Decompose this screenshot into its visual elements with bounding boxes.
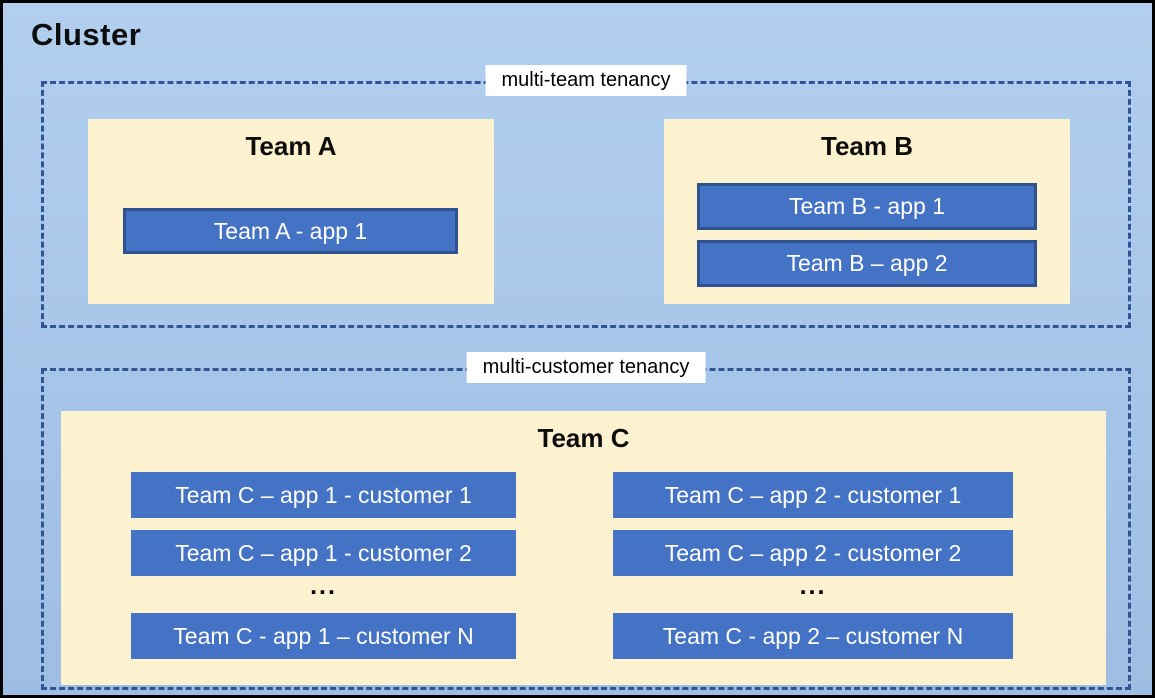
multi-team-tenancy-label: multi-team tenancy — [485, 65, 687, 96]
team-c-app1-column: Team C – app 1 - customer 1 Team C – app… — [131, 472, 516, 664]
team-c-app2-customerN-box: Team C - app 2 – customer N — [613, 613, 1013, 659]
team-b-panel: Team B Team B - app 1 Team B – app 2 — [664, 119, 1070, 304]
team-a-panel: Team A Team A - app 1 — [88, 119, 494, 304]
team-c-app2-customer2-box: Team C – app 2 - customer 2 — [613, 530, 1013, 576]
team-a-app-1-box: Team A - app 1 — [123, 208, 458, 254]
team-c-app1-customer2-box: Team C – app 1 - customer 2 — [131, 530, 516, 576]
team-b-title: Team B — [821, 131, 913, 161]
multi-customer-tenancy-section: multi-customer tenancy Team C Team C – a… — [41, 352, 1131, 690]
team-a-title: Team A — [245, 131, 337, 161]
multi-team-tenancy-section: multi-team tenancy Team A Team A - app 1… — [41, 65, 1131, 328]
team-c-panel: Team C Team C – app 1 - customer 1 Team … — [61, 411, 1106, 685]
team-c-app2-ellipsis: ... — [799, 572, 827, 600]
team-c-title: Team C — [537, 423, 630, 453]
cluster-title: Cluster — [31, 17, 142, 52]
team-c-app1-customer1-box: Team C – app 1 - customer 1 — [131, 472, 516, 518]
team-c-app2-column: Team C – app 2 - customer 1 Team C – app… — [613, 472, 1013, 664]
team-b-app-2-box: Team B – app 2 — [697, 240, 1037, 287]
team-c-app2-customer1-box: Team C – app 2 - customer 1 — [613, 472, 1013, 518]
team-b-app-1-box: Team B - app 1 — [697, 183, 1037, 230]
team-c-app1-ellipsis: ... — [310, 572, 337, 600]
multi-customer-tenancy-label: multi-customer tenancy — [466, 352, 706, 383]
team-c-app1-customerN-box: Team C - app 1 – customer N — [131, 613, 516, 659]
